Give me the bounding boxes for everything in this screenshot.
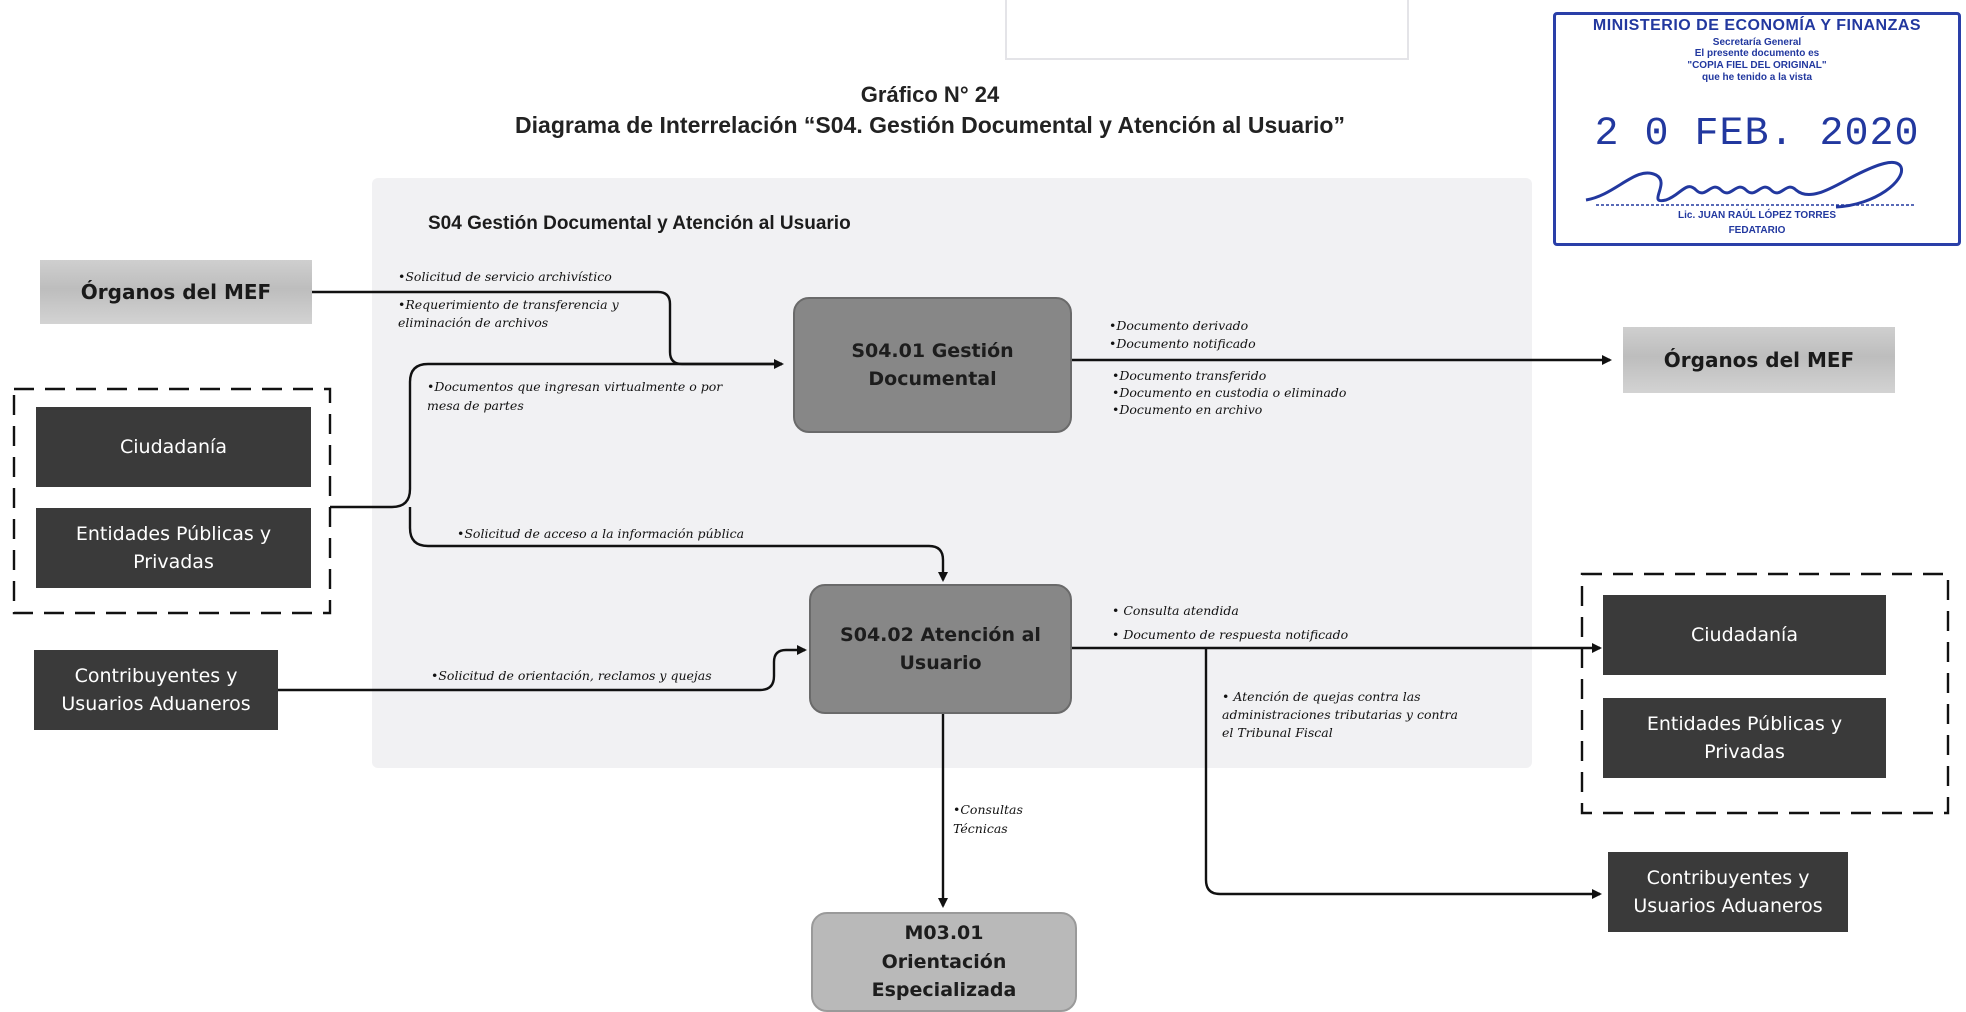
process-gestion-documental: S04.01 Gestión Documental [793, 297, 1072, 433]
flow-label: •Documento transferido [1112, 368, 1267, 383]
flow-label: Técnicas [953, 821, 1008, 836]
flow-label: •Documento derivado [1109, 318, 1249, 333]
process-orientacion-especializada: M03.01 Orientación Especializada [811, 912, 1077, 1012]
flow-label: el Tribunal Fiscal [1222, 725, 1333, 740]
flow-label: •Documento notificado [1109, 336, 1256, 351]
flow-label: •Requerimiento de transferencia y [398, 297, 619, 312]
flow-label: •Solicitud de acceso a la información pú… [457, 526, 745, 541]
chart-number-title: Gráfico N° 24 [860, 82, 1000, 107]
stamp-ministry: MINISTERIO DE ECONOMÍA Y FINANZAS [1592, 17, 1922, 34]
process-atencion-usuario: S04.02 Atención al Usuario [809, 584, 1072, 714]
flow-label: •Documento en archivo [1112, 402, 1263, 417]
flow-label: •Documentos que ingresan virtualmente o … [427, 379, 723, 394]
right-contribuyentes-box: Contribuyentes y Usuarios Aduaneros [1608, 852, 1848, 932]
signature-image [1585, 161, 1916, 209]
flow-atencion-to-contribuyentes [1204, 648, 1602, 899]
right-ciudadania-box: Ciudadanía [1603, 595, 1886, 675]
flow-ciudadanos-to-gestion [330, 362, 782, 509]
flow-label: • Documento de respuesta notificado [1112, 627, 1349, 642]
diagram-title: Diagrama de Interrelación “S04. Gestión … [515, 112, 1345, 138]
flow-label: •Solicitud de orientación, reclamos y qu… [431, 668, 712, 683]
flow-label: administraciones tributarias y contra [1222, 707, 1458, 722]
stamp-name: Lic. JUAN RAÚL LÓPEZ TORRES [1678, 210, 1836, 221]
flow-contribuyentes-to-atencion [278, 645, 807, 692]
flow-label: mesa de partes [427, 398, 524, 413]
flow-label: •Solicitud de servicio archivístico [398, 269, 612, 284]
right-entidades-box: Entidades Públicas y Privadas [1603, 698, 1886, 778]
left-contribuyentes-box: Contribuyentes y Usuarios Aduaneros [34, 650, 278, 730]
flow-ciudadanos-to-atencion [408, 507, 948, 582]
faint-scan-frame [1005, 0, 1409, 60]
stamp-text-2: "COPIA FIEL DEL ORIGINAL" [1687, 60, 1827, 71]
right-group-frame [1580, 572, 1950, 815]
flow-label: •Consultas [953, 802, 1023, 817]
stamp-text-1: El presente documento es [1694, 48, 1820, 59]
stamp-text-3: que he tenido a la vista [1701, 72, 1813, 83]
left-entidades-box: Entidades Públicas y Privadas [36, 508, 311, 588]
flow-label: eliminación de archivos [398, 315, 549, 330]
left-group-frame [12, 387, 332, 615]
flow-label: • Atención de quejas contra las [1222, 689, 1421, 704]
left-organos-mef-box: Órganos del MEF [40, 260, 312, 324]
stamp-date: 2 0 FEB. 2020 [1594, 112, 1920, 157]
stamp-office: Secretaría General [1712, 37, 1802, 48]
right-organos-mef-box: Órganos del MEF [1623, 327, 1895, 393]
certification-stamp: MINISTERIO DE ECONOMÍA Y FINANZAS Secret… [1553, 12, 1961, 246]
left-ciudadania-box: Ciudadanía [36, 407, 311, 487]
stamp-role: FEDATARIO [1728, 225, 1786, 236]
flow-label: • Consulta atendida [1112, 603, 1239, 618]
process-area-label: S04 Gestión Documental y Atención al Usu… [428, 213, 851, 234]
flow-label: •Documento en custodia o eliminado [1112, 385, 1347, 400]
